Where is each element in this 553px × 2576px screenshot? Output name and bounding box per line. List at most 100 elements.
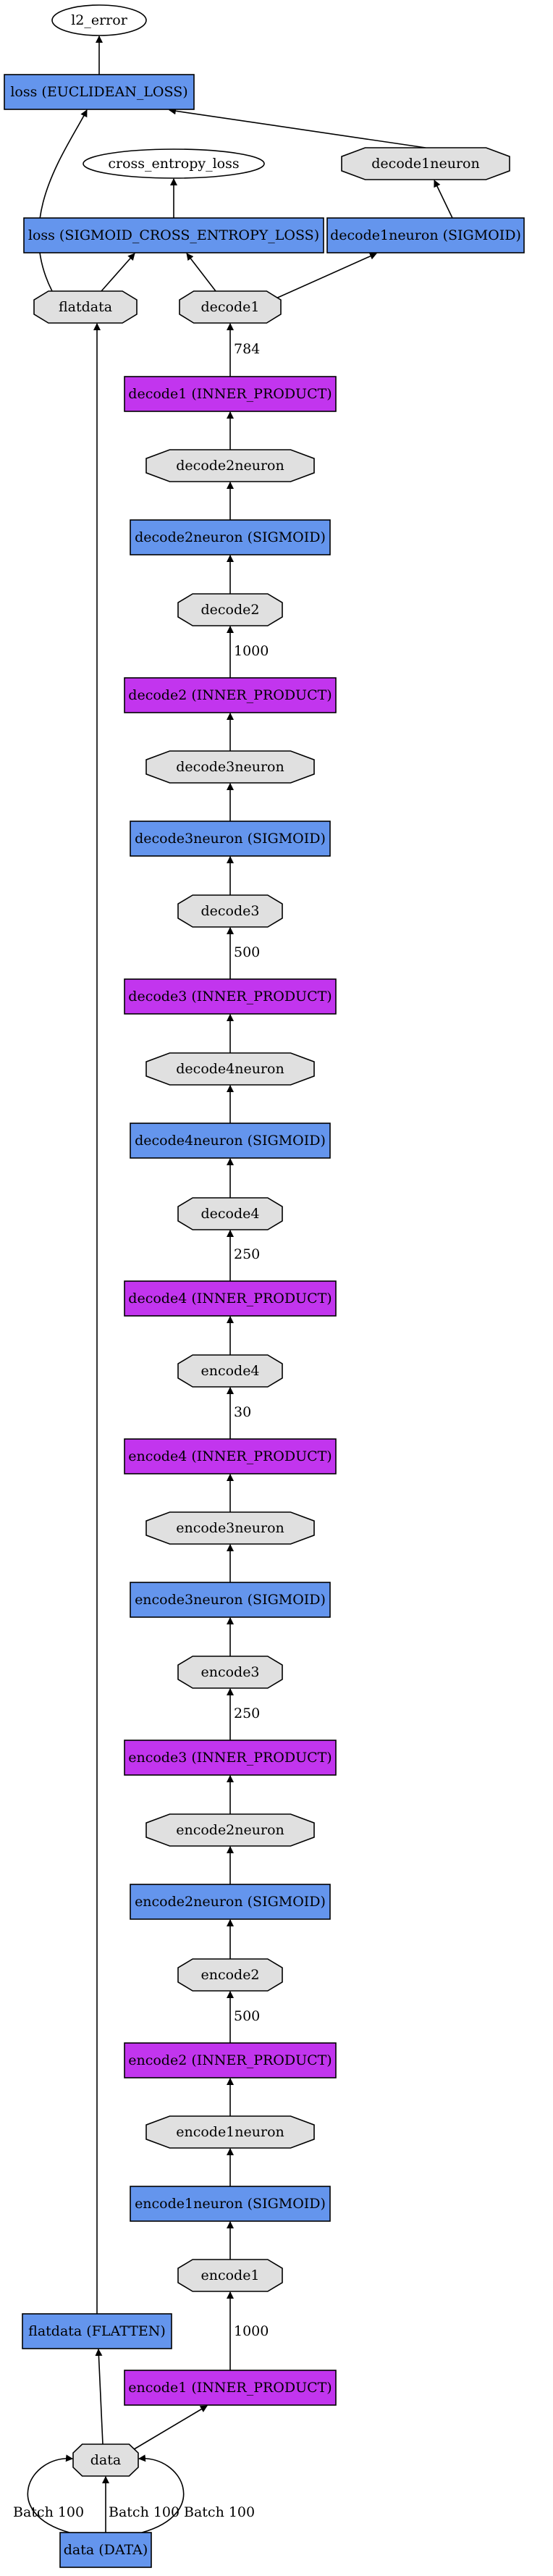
node-flatdata-blob[interactable]: flatdata bbox=[33, 290, 138, 324]
node-label: decode4 bbox=[201, 1206, 260, 1222]
node-label: encode1neuron (SIGMOID) bbox=[135, 2196, 326, 2212]
layer-box bbox=[326, 217, 525, 253]
edge-dec1neuron_blob-to-loss_euc bbox=[169, 107, 426, 148]
node-label: decode1neuron bbox=[371, 156, 479, 172]
edge-enc3_layer-to-enc3_blob: 250 bbox=[227, 1688, 260, 1740]
blob-octagon bbox=[145, 449, 315, 482]
edge-label: 500 bbox=[234, 2008, 260, 2024]
node-dec2-layer[interactable]: decode2 (INNER_PRODUCT) bbox=[124, 677, 337, 713]
node-dec4neuron-blob[interactable]: decode4neuron bbox=[145, 1052, 315, 1086]
node-dec2neuron-blob[interactable]: decode2neuron bbox=[145, 449, 315, 482]
node-dec4-blob[interactable]: decode4 bbox=[177, 1197, 283, 1230]
edge-line bbox=[138, 2454, 185, 2533]
node-enc4-layer[interactable]: encode4 (INNER_PRODUCT) bbox=[124, 1438, 337, 1474]
node-label: encode4 (INNER_PRODUCT) bbox=[128, 1448, 332, 1464]
node-enc3neuron-layer[interactable]: encode3neuron (SIGMOID) bbox=[130, 1582, 331, 1618]
node-enc3-layer[interactable]: encode3 (INNER_PRODUCT) bbox=[124, 1740, 337, 1776]
node-l2-error[interactable]: l2_error bbox=[51, 4, 147, 36]
node-label: decode3 (INNER_PRODUCT) bbox=[128, 989, 332, 1004]
node-enc4-blob[interactable]: encode4 bbox=[177, 1354, 283, 1388]
edge-dec1_blob-to-dec1neuron_layer bbox=[266, 253, 377, 303]
edge-data_blob-to-enc1_layer bbox=[130, 2405, 208, 2452]
edge-label: 250 bbox=[234, 1246, 260, 1262]
layer-box bbox=[130, 519, 331, 555]
blob-octagon bbox=[177, 1958, 283, 1992]
blob-octagon bbox=[33, 290, 138, 324]
node-enc1neuron-blob[interactable]: encode1neuron bbox=[145, 2115, 315, 2149]
edge-label: 1000 bbox=[234, 643, 269, 659]
node-enc1neuron-layer[interactable]: encode1neuron (SIGMOID) bbox=[130, 2186, 331, 2222]
layer-box bbox=[124, 376, 337, 412]
blob-octagon bbox=[177, 2259, 283, 2292]
node-data-blob[interactable]: data bbox=[72, 2443, 139, 2477]
layer-box bbox=[124, 677, 337, 713]
node-data-layer[interactable]: data (DATA) bbox=[59, 2532, 152, 2568]
blob-octagon bbox=[177, 1197, 283, 1230]
node-enc2-blob[interactable]: encode2 bbox=[177, 1958, 283, 1992]
edge-dec3_layer-to-dec3_blob: 500 bbox=[227, 927, 260, 979]
node-label: encode3 (INNER_PRODUCT) bbox=[128, 1750, 332, 1766]
node-label: decode2neuron (SIGMOID) bbox=[135, 529, 326, 545]
node-dec1neuron-blob[interactable]: decode1neuron bbox=[341, 147, 510, 180]
layer-box bbox=[23, 217, 324, 253]
node-loss-sig[interactable]: loss (SIGMOID_CROSS_ENTROPY_LOSS) bbox=[23, 217, 324, 253]
node-label: encode2neuron bbox=[176, 1822, 284, 1838]
node-label: encode3 bbox=[200, 1664, 259, 1680]
node-dec3-layer[interactable]: decode3 (INNER_PRODUCT) bbox=[124, 978, 337, 1015]
node-label: encode2 (INNER_PRODUCT) bbox=[128, 2052, 332, 2068]
node-dec3-blob[interactable]: decode3 bbox=[177, 894, 283, 928]
node-dec3neuron-blob[interactable]: decode3neuron bbox=[145, 750, 315, 784]
node-label: encode3neuron bbox=[176, 1520, 284, 1536]
node-label: cross_entropy_loss bbox=[108, 156, 239, 172]
layer-box bbox=[124, 2370, 337, 2406]
node-dec2-blob[interactable]: decode2 bbox=[177, 593, 283, 626]
node-label: decode2 bbox=[201, 602, 260, 618]
node-enc1-blob[interactable]: encode1 bbox=[177, 2259, 283, 2292]
node-loss-euc[interactable]: loss (EUCLIDEAN_LOSS) bbox=[4, 74, 195, 110]
edge-line bbox=[434, 180, 453, 219]
edge-data_layer-to-data_blob: Batch 100 bbox=[102, 2476, 180, 2533]
output-ellipse bbox=[51, 4, 147, 36]
node-label: data bbox=[90, 2452, 121, 2468]
blob-octagon bbox=[145, 1511, 315, 1545]
node-enc3-blob[interactable]: encode3 bbox=[177, 1656, 283, 1689]
node-enc2-layer[interactable]: encode2 (INNER_PRODUCT) bbox=[124, 2042, 337, 2078]
node-enc1-layer[interactable]: encode1 (INNER_PRODUCT) bbox=[124, 2370, 337, 2406]
edge-line bbox=[266, 253, 377, 303]
node-flatdata-layer[interactable]: flatdata (FLATTEN) bbox=[22, 2313, 172, 2349]
edge-dec1_blob-to-loss_sig bbox=[186, 253, 216, 292]
layer-box bbox=[22, 2313, 172, 2349]
edge-line bbox=[186, 253, 216, 292]
node-enc2neuron-layer[interactable]: encode2neuron (SIGMOID) bbox=[130, 1884, 331, 1920]
node-dec2neuron-layer[interactable]: decode2neuron (SIGMOID) bbox=[130, 519, 331, 555]
blob-octagon bbox=[145, 750, 315, 784]
node-dec1neuron-layer[interactable]: decode1neuron (SIGMOID) bbox=[326, 217, 525, 253]
node-dec4-layer[interactable]: decode4 (INNER_PRODUCT) bbox=[124, 1280, 337, 1317]
edge-dec1neuron_layer-to-dec1neuron_blob bbox=[434, 180, 453, 219]
edge-label: 250 bbox=[234, 1706, 260, 1721]
node-enc2neuron-blob[interactable]: encode2neuron bbox=[145, 1813, 315, 1847]
node-label: encode4 bbox=[200, 1363, 259, 1379]
layer-box bbox=[124, 1740, 337, 1776]
edge-label: 500 bbox=[234, 944, 260, 960]
blob-octagon bbox=[177, 894, 283, 928]
node-enc3neuron-blob[interactable]: encode3neuron bbox=[145, 1511, 315, 1545]
edge-label: 30 bbox=[234, 1404, 251, 1420]
node-label: decode3neuron bbox=[176, 759, 284, 775]
node-dec4neuron-layer[interactable]: decode4neuron (SIGMOID) bbox=[130, 1123, 331, 1159]
edge-line bbox=[27, 2454, 73, 2533]
node-label: l2_error bbox=[71, 12, 128, 28]
blob-octagon bbox=[177, 593, 283, 626]
layer-box bbox=[130, 2186, 331, 2222]
layer-box bbox=[124, 978, 337, 1015]
node-label: data (DATA) bbox=[64, 2542, 148, 2558]
node-ce-loss[interactable]: cross_entropy_loss bbox=[83, 148, 265, 179]
node-dec3neuron-layer[interactable]: decode3neuron (SIGMOID) bbox=[130, 821, 331, 857]
node-dec1-blob[interactable]: decode1 bbox=[179, 290, 282, 324]
edge-line bbox=[95, 2349, 104, 2445]
node-label: decode1 (INNER_PRODUCT) bbox=[128, 386, 332, 402]
node-dec1-layer[interactable]: decode1 (INNER_PRODUCT) bbox=[124, 376, 337, 412]
node-label: loss (EUCLIDEAN_LOSS) bbox=[10, 84, 187, 100]
